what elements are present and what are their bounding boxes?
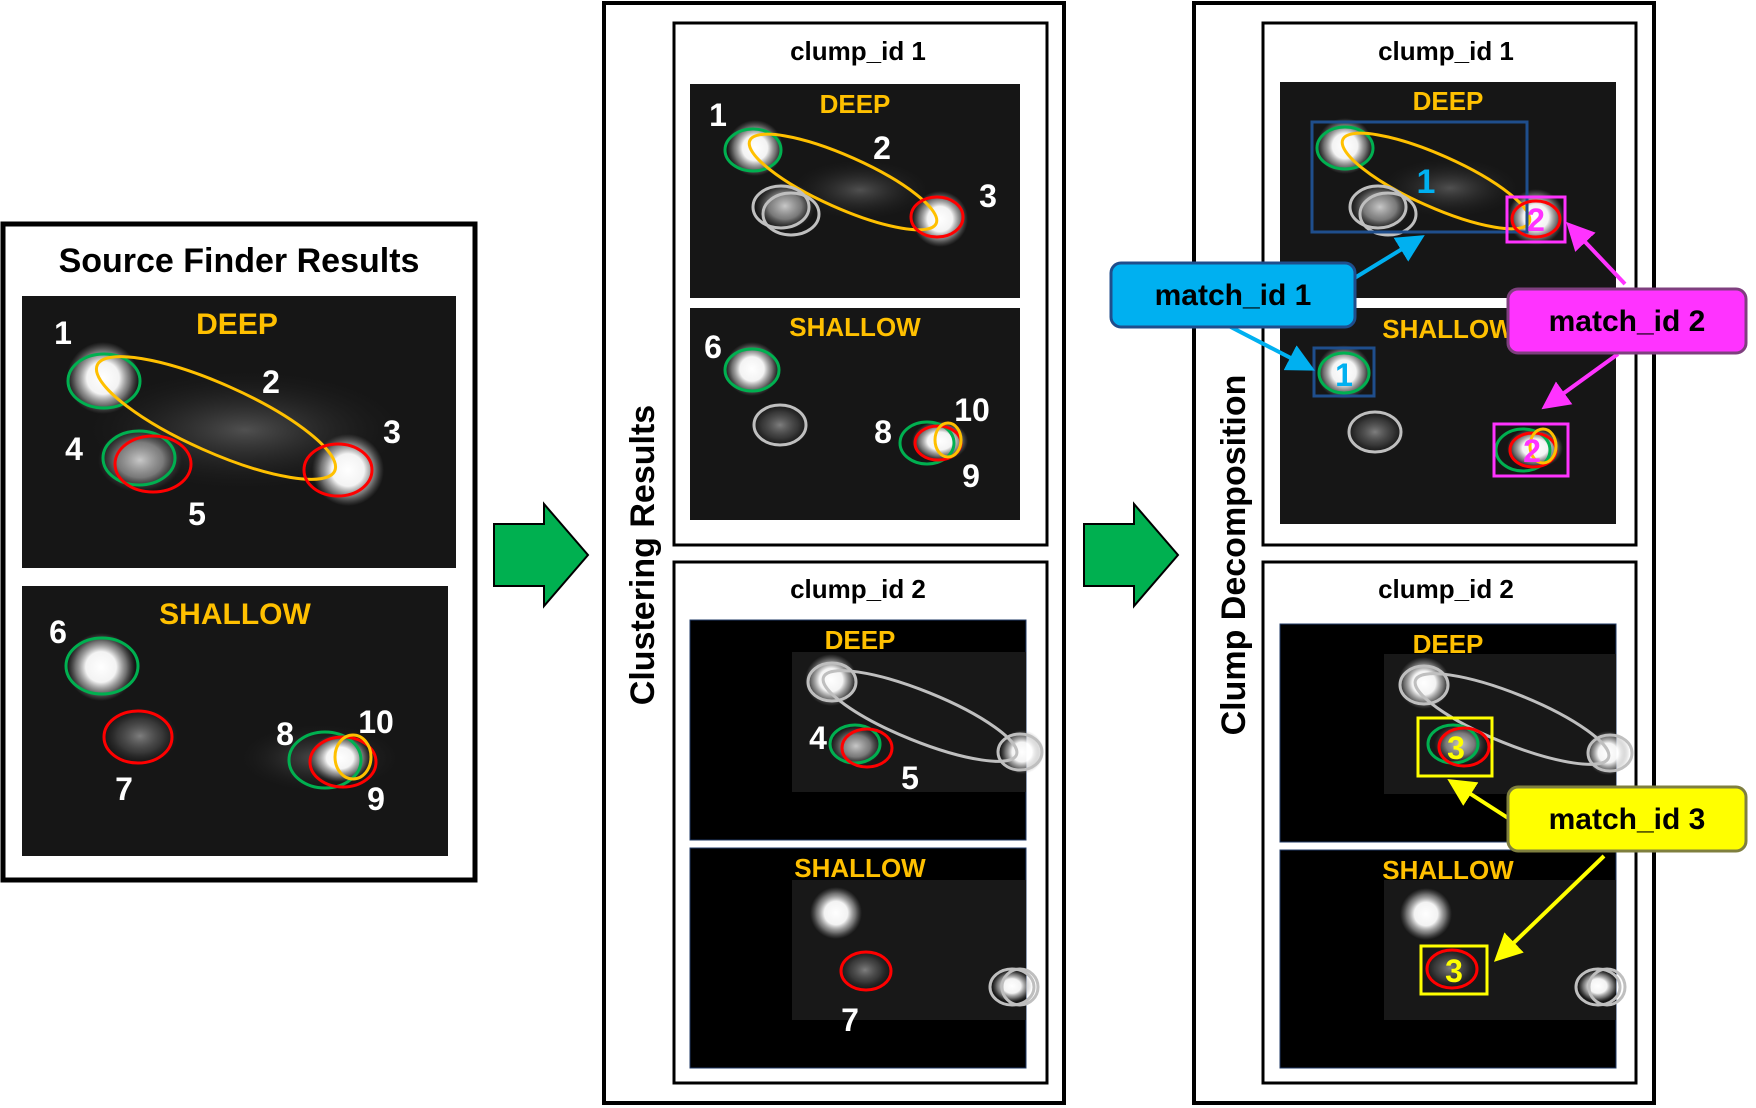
svg-text:7: 7 xyxy=(841,1002,859,1038)
cl-clump1-shallow: SHALLOW 6 8 10 9 xyxy=(690,308,1020,520)
cl-clump1-title: clump_id 1 xyxy=(790,36,926,66)
svg-text:3: 3 xyxy=(1445,953,1463,989)
source-finder-panel: Source Finder Results DEEP 1 2 3 4 5 SHA… xyxy=(0,221,478,883)
cl-clump2-shallow: SHALLOW 7 xyxy=(689,847,1040,1069)
decomposition-title: Clump Decomposition xyxy=(1215,375,1253,736)
callout-match-3-label: match_id 3 xyxy=(1549,803,1706,836)
svg-text:2: 2 xyxy=(1527,202,1545,238)
callout-match-1-label: match_id 1 xyxy=(1155,279,1312,312)
dc-clump2-shallow: SHALLOW 3 xyxy=(1279,849,1627,1069)
svg-text:DEEP: DEEP xyxy=(1413,629,1484,659)
svg-text:9: 9 xyxy=(962,458,980,494)
svg-text:DEEP: DEEP xyxy=(825,625,896,655)
source-2-ellipse xyxy=(94,355,338,481)
right-arrow-icon xyxy=(493,501,590,609)
dc-clump1-title: clump_id 1 xyxy=(1378,36,1514,66)
svg-text:1: 1 xyxy=(1417,163,1436,201)
svg-text:SHALLOW: SHALLOW xyxy=(1382,855,1514,885)
cl-clump2-deep: DEEP 4 5 xyxy=(689,619,1044,841)
clustering-title: Clustering Results xyxy=(624,405,662,705)
sf-shallow-image: SHALLOW 6 7 8 9 10 xyxy=(22,586,448,856)
svg-text:1: 1 xyxy=(709,97,727,133)
source-7-ellipse xyxy=(102,709,174,765)
sf-num-1: 1 xyxy=(54,315,72,351)
source-1-ellipse xyxy=(66,352,142,410)
callout-arrows xyxy=(1224,221,1627,962)
source-3-ellipse xyxy=(302,442,374,498)
clustering-panel: Clustering Results clump_id 1 DEEP 1 2 3… xyxy=(602,1,1066,1105)
sf-num-8: 8 xyxy=(276,716,294,752)
svg-text:3: 3 xyxy=(979,178,997,214)
sf-num-6: 6 xyxy=(49,614,67,650)
sf-deep-image: DEEP 1 2 3 4 5 xyxy=(22,296,456,568)
svg-text:4: 4 xyxy=(809,720,827,756)
callout-match-1: match_id 1 xyxy=(1109,261,1357,329)
svg-text:10: 10 xyxy=(954,392,990,428)
sf-num-9: 9 xyxy=(367,781,385,817)
svg-text:6: 6 xyxy=(704,329,722,365)
dc-clump2-title: clump_id 2 xyxy=(1378,574,1514,604)
svg-text:5: 5 xyxy=(901,760,919,796)
svg-text:SHALLOW: SHALLOW xyxy=(1382,314,1514,344)
sf-shallow-label: SHALLOW xyxy=(159,598,311,631)
cl-clump2-title: clump_id 2 xyxy=(790,574,926,604)
svg-text:8: 8 xyxy=(874,414,892,450)
right-arrow-icon xyxy=(1083,501,1180,609)
source-5-ellipse xyxy=(113,434,193,494)
match-1-box-deep xyxy=(1310,120,1529,234)
cl-clump1-deep: DEEP 1 2 3 xyxy=(690,84,1020,298)
source-6-ellipse xyxy=(64,636,140,696)
sf-num-4: 4 xyxy=(65,431,83,467)
sf-num-3: 3 xyxy=(383,414,401,450)
source-8-ellipse xyxy=(287,730,363,790)
sf-num-5: 5 xyxy=(188,496,206,532)
match-3-box-deep xyxy=(1416,716,1494,778)
sf-num-10: 10 xyxy=(358,704,394,740)
svg-text:3: 3 xyxy=(1447,730,1465,766)
callout-match-2: match_id 2 xyxy=(1506,287,1748,355)
source-finder-title: Source Finder Results xyxy=(59,242,420,280)
svg-text:1: 1 xyxy=(1335,357,1353,393)
match-1-box-shallow xyxy=(1312,346,1376,398)
sf-num-7: 7 xyxy=(115,771,133,807)
svg-text:DEEP: DEEP xyxy=(1413,86,1484,116)
match-2-box-deep xyxy=(1505,195,1567,244)
decomposition-panel: Clump Decomposition clump_id 1 DEEP 1 2 … xyxy=(1192,1,1656,1105)
match-3-box-shallow xyxy=(1419,944,1489,996)
svg-text:SHALLOW: SHALLOW xyxy=(789,312,921,342)
match-2-box-shallow xyxy=(1492,422,1570,478)
svg-text:2: 2 xyxy=(873,130,891,166)
sf-num-2: 2 xyxy=(262,364,280,400)
svg-text:2: 2 xyxy=(1523,433,1541,469)
sf-deep-label: DEEP xyxy=(196,308,278,341)
callout-match-3: match_id 3 xyxy=(1506,785,1748,853)
source-4-ellipse xyxy=(101,429,177,487)
svg-text:DEEP: DEEP xyxy=(820,89,891,119)
source-10-ellipse xyxy=(333,733,373,781)
svg-text:SHALLOW: SHALLOW xyxy=(794,853,926,883)
callout-match-2-label: match_id 2 xyxy=(1549,305,1706,338)
